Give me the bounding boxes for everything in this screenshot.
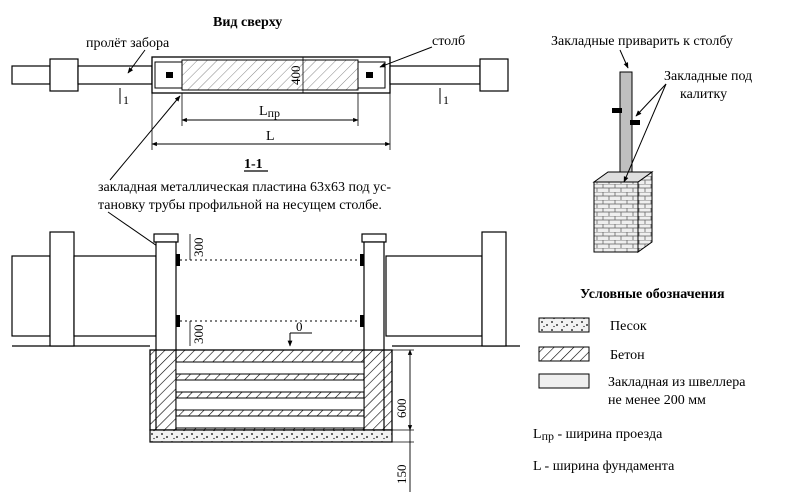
dim-300-top: 300	[191, 238, 206, 258]
gate-embed-right	[630, 120, 640, 125]
left-post-cap	[153, 233, 179, 243]
top-view: Вид сверху пролёт забора столб 400 1 1	[11, 15, 509, 150]
dim-150: 150	[394, 465, 409, 485]
left-fence-panel	[11, 255, 51, 337]
right-plate-upper	[360, 254, 364, 266]
gate-embed-upper	[612, 108, 622, 113]
plate-note-line2: тановку трубы профильной на несущем стол…	[98, 198, 382, 213]
sand-cushion	[149, 429, 393, 443]
left-fence-post	[49, 58, 79, 92]
right-fence-span	[389, 65, 481, 85]
dim-L: L	[266, 129, 275, 144]
plate-note-leader-top	[109, 95, 181, 181]
post-detail: Закладные приварить к столбу Закладные п…	[551, 34, 752, 253]
legend: Условные обозначения Песок Бетон Закладн…	[533, 287, 746, 474]
brick-pillar-top	[592, 171, 654, 183]
right-fence-pillar	[481, 231, 507, 347]
legend-label-channel-2: не менее 200 мм	[608, 393, 706, 408]
left-span-end	[11, 65, 51, 85]
left-fence-pillar	[49, 231, 75, 347]
right-embedded-plate	[366, 72, 373, 78]
top-view-title: Вид сверху	[213, 15, 282, 30]
plate-note-line1: закладная металлическая пластина 63х63 п…	[98, 180, 391, 195]
section-mark-right: 1	[443, 93, 449, 107]
post-label: столб	[432, 34, 465, 49]
legend-def-lpr: Lпр - ширина проезда	[533, 427, 663, 443]
gate-embed-note-1: Закладные под	[664, 69, 752, 84]
dim-300-bottom: 300	[191, 325, 206, 345]
gate-embed-leader-1	[635, 83, 667, 117]
legend-swatch-concrete	[538, 346, 590, 362]
section-title: 1-1	[244, 157, 263, 172]
gate-embed-note-2: калитку	[680, 87, 727, 102]
post-leader	[379, 46, 433, 68]
channel-embed-1	[175, 361, 365, 375]
dim-600: 600	[394, 399, 409, 419]
right-fence-section	[385, 255, 483, 337]
legend-label-concrete: Бетон	[610, 348, 645, 363]
dim-lpr: Lпр	[259, 104, 280, 120]
legend-swatch-sand	[538, 317, 590, 333]
right-post-cap	[361, 233, 387, 243]
left-plate-lower	[176, 315, 180, 327]
section-mark-left: 1	[123, 93, 129, 107]
right-plate-lower	[360, 315, 364, 327]
fence-span-leader	[127, 49, 146, 74]
legend-title: Условные обозначения	[580, 287, 725, 302]
brick-pillar-front	[593, 181, 639, 253]
left-embedded-plate	[166, 72, 173, 78]
weld-note: Закладные приварить к столбу	[551, 34, 733, 49]
channel-embed-4	[175, 415, 365, 429]
left-fence-span	[77, 65, 153, 85]
gate-embed-leader-2	[623, 83, 667, 183]
legend-swatch-channel	[538, 373, 590, 389]
weld-leader	[619, 49, 629, 69]
legend-label-sand: Песок	[610, 319, 647, 334]
legend-def-L: L - ширина фундамента	[533, 459, 675, 474]
channel-embed-2	[175, 379, 365, 393]
left-plate-upper	[176, 254, 180, 266]
right-fence-post	[479, 58, 509, 92]
dim-400: 400	[288, 66, 303, 86]
foundation-concrete-top	[181, 59, 359, 91]
section-view: 1-1 закладная металлическая пластина 63х…	[11, 95, 520, 492]
level-zero: 0	[296, 319, 303, 334]
legend-label-channel-1: Закладная из швеллера	[608, 375, 746, 390]
left-fence-section	[73, 255, 157, 337]
channel-embed-3	[175, 397, 365, 411]
fence-span-label: пролёт забора	[86, 36, 170, 51]
brick-pillar-side	[637, 171, 653, 253]
